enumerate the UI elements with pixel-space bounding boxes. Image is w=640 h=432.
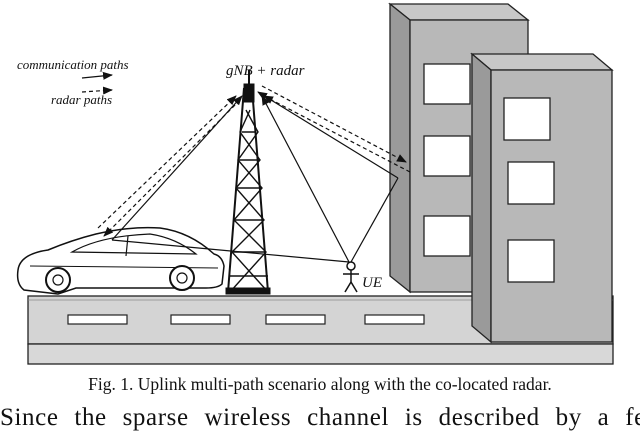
cell-tower — [225, 70, 271, 295]
ue-person — [343, 261, 359, 293]
gnb-label: gNB + radar — [226, 63, 305, 79]
window — [503, 97, 551, 141]
window — [423, 135, 471, 177]
road-marking — [67, 314, 128, 325]
window — [507, 239, 555, 283]
road-marking — [364, 314, 425, 325]
figure-caption: Fig. 1. Uplink multi-path scenario along… — [88, 374, 552, 394]
body-text-line: Since the sparse wireless channel is des… — [0, 404, 640, 431]
window — [423, 215, 471, 257]
legend-communication-label: communication paths — [17, 57, 129, 72]
window — [507, 161, 555, 205]
scenario-diagram: communication paths radar paths gNB + ra… — [16, 2, 614, 365]
legend-dashed-arrow — [81, 86, 113, 95]
legend: communication paths radar paths — [17, 57, 129, 107]
ue-label: UE — [362, 275, 382, 291]
legend-solid-arrow — [81, 71, 113, 80]
window — [423, 63, 471, 105]
road-marking — [265, 314, 326, 325]
radar-paths — [97, 85, 411, 237]
building-front — [470, 52, 614, 344]
communication-paths — [111, 91, 399, 263]
road-marking — [170, 314, 231, 325]
legend-radar-label: radar paths — [51, 92, 112, 107]
car — [16, 226, 225, 295]
